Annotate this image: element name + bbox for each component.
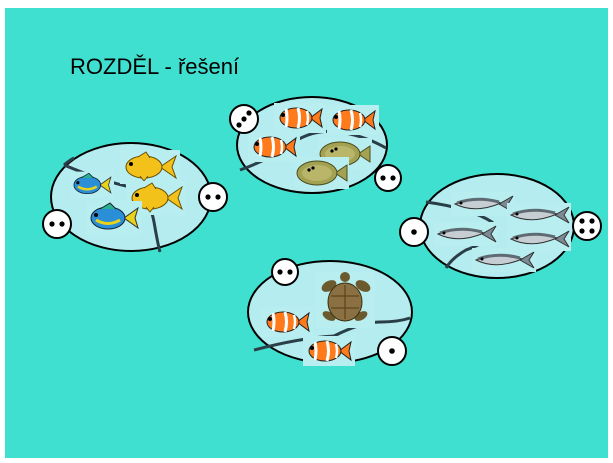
dice-two-icon <box>374 164 402 192</box>
clownfish-icon <box>327 105 379 135</box>
sea-turtle-icon <box>315 272 375 328</box>
dice-two-icon <box>271 258 299 286</box>
flounder-icon <box>295 157 349 189</box>
tuna-icon <box>451 192 515 216</box>
clownfish-icon <box>248 132 300 162</box>
clownfish-icon <box>261 307 313 337</box>
goldfish-icon <box>120 150 180 184</box>
blue-tropical-fish-icon <box>86 200 142 236</box>
dice-two-icon <box>198 182 228 212</box>
dice-one-icon <box>377 336 407 366</box>
dice-four-icon <box>572 211 602 241</box>
fish-group-bottom <box>247 258 413 366</box>
page-title: ROZDĚL - řešení <box>70 54 240 79</box>
fish-group-right <box>399 173 602 279</box>
tuna-icon <box>434 222 498 246</box>
divider-line <box>63 156 75 167</box>
tuna-icon <box>507 203 571 227</box>
dice-one-icon <box>399 217 429 247</box>
fish-group-top <box>229 96 402 194</box>
blue-tropical-fish-icon <box>70 170 114 200</box>
fish-group-left <box>42 142 228 253</box>
tuna-icon <box>472 248 536 272</box>
clownfish-icon <box>303 336 355 366</box>
dice-three-icon <box>229 104 259 134</box>
tuna-icon <box>507 227 571 251</box>
dice-two-icon <box>42 209 72 239</box>
clownfish-icon <box>274 103 326 133</box>
